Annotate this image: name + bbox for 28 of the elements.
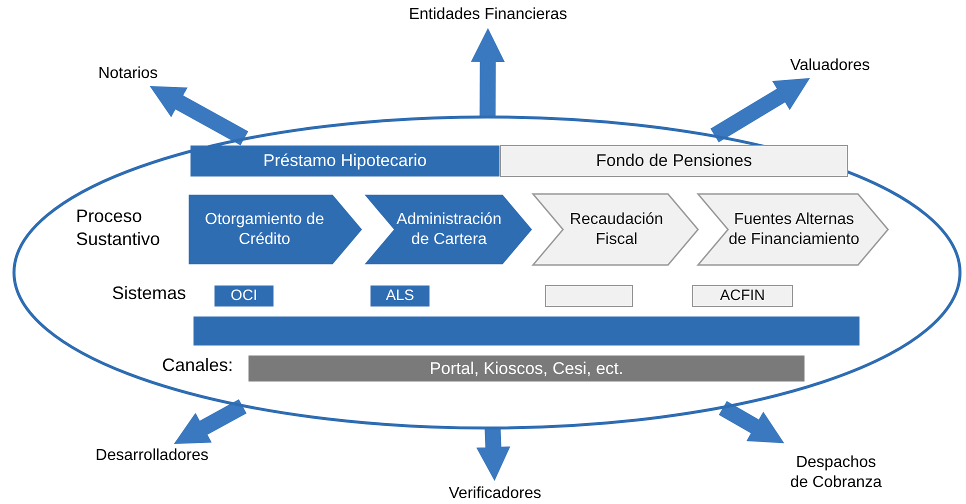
block-arrow	[476, 428, 510, 481]
block-arrow	[174, 399, 247, 444]
entity-label: Notarios	[88, 63, 168, 85]
process-step: Administración de Cartera	[363, 194, 533, 265]
row-label: Canales:	[162, 354, 234, 376]
oval-boundary	[12, 115, 962, 430]
program-bar: Fondo de Pensiones	[500, 145, 848, 177]
process-step: Fuentes Alternas de Financiamiento	[698, 194, 888, 265]
platform-bar	[193, 316, 860, 346]
row-label: Sistemas	[112, 282, 188, 304]
system-tag: OCI	[214, 285, 274, 307]
entity-label: Desarrolladores	[82, 445, 222, 467]
block-arrow	[710, 78, 810, 142]
channel-bar: Portal, Kioscos, Cesi, ect.	[248, 355, 805, 382]
entity-label: Entidades Financieras	[388, 4, 588, 26]
block-arrow	[718, 401, 784, 444]
process-step: Otorgamiento de Crédito	[188, 194, 363, 265]
program-bar: Préstamo Hipotecario	[190, 145, 500, 177]
entity-label: Valuadores	[778, 55, 882, 77]
process-step: Recaudación Fiscal	[533, 194, 698, 265]
system-tag: ALS	[370, 285, 430, 307]
system-tag	[545, 285, 633, 307]
block-arrow	[470, 28, 505, 116]
entity-label: Verificadores	[436, 483, 554, 504]
system-tag: ACFIN	[692, 285, 793, 307]
entity-label: Despachos de Cobranza	[786, 443, 886, 503]
row-label: Proceso Sustantivo	[76, 205, 162, 250]
block-arrow	[150, 86, 248, 146]
